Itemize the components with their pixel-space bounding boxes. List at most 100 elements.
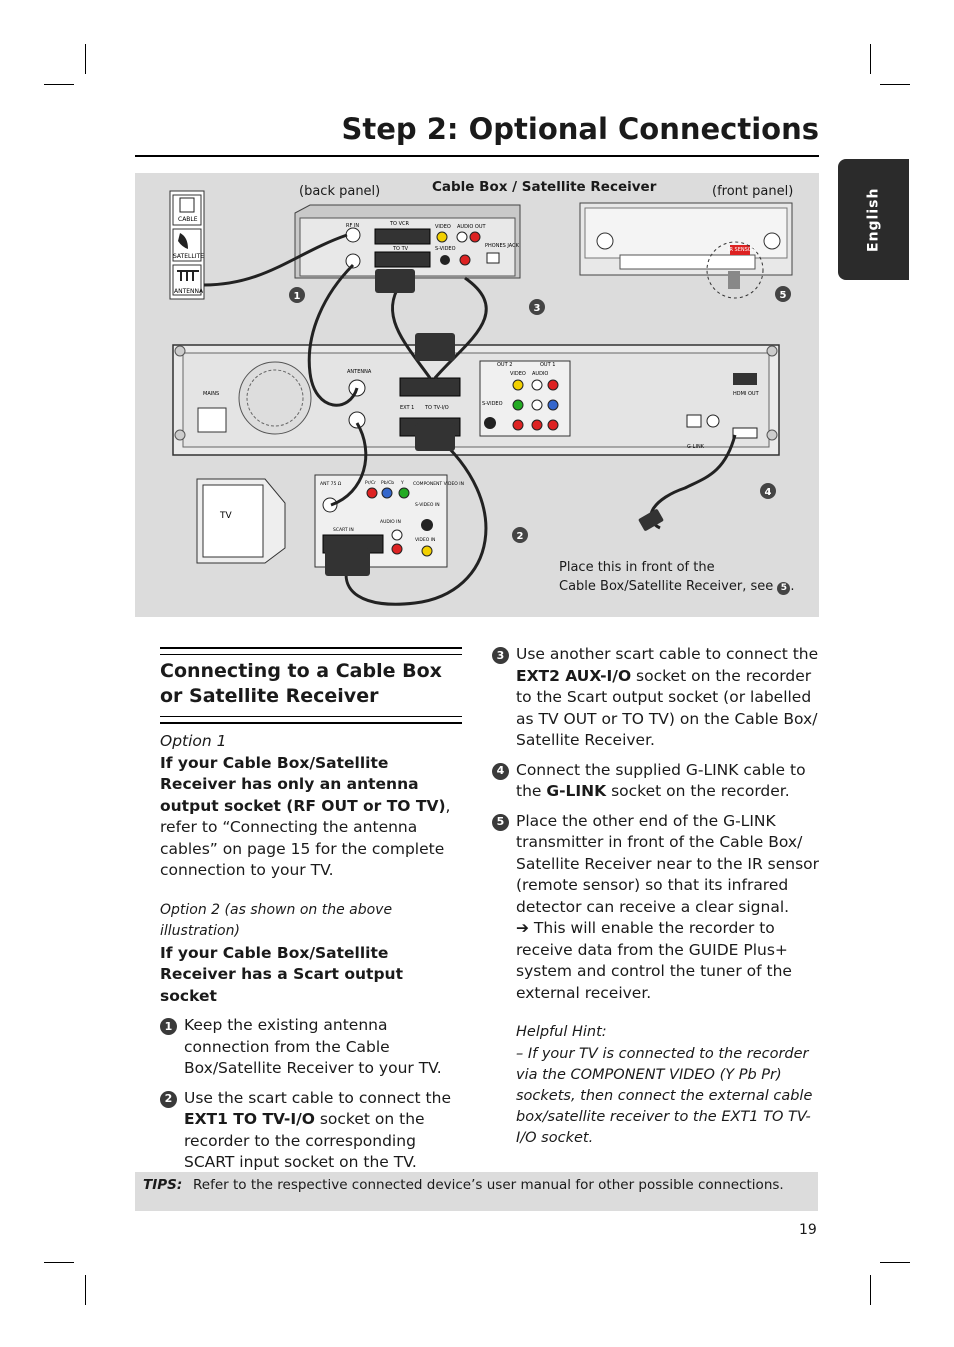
language-tab: English bbox=[838, 159, 909, 280]
tips-text: Refer to the respective connected device… bbox=[193, 1177, 784, 1193]
step-text: Use another scart cable to connect the bbox=[516, 645, 819, 663]
option2-bold: If your Cable Box/Satellite Receiver has… bbox=[160, 943, 403, 1005]
left-column: Option 1 If your Cable Box/Satellite Rec… bbox=[160, 731, 465, 1174]
recorder-label: AUDIO bbox=[532, 371, 548, 377]
socket-label: VIDEO bbox=[435, 224, 451, 230]
tv-socket-label: Pb/Cb bbox=[381, 480, 394, 486]
section-rule-bottom bbox=[160, 716, 462, 724]
tv bbox=[196, 474, 448, 568]
tv-socket-label: Y bbox=[400, 480, 404, 486]
callout-5: 5 bbox=[780, 290, 787, 301]
tv-socket-label: ANT 75 Ω bbox=[320, 481, 342, 487]
step-5-result: ➔ This will enable the recorder to recei… bbox=[492, 918, 822, 1004]
crop-mark bbox=[880, 1262, 910, 1263]
section-rule-top bbox=[160, 647, 462, 655]
right-column: 3 Use another scart cable to connect the… bbox=[492, 644, 822, 1149]
crop-mark bbox=[880, 84, 910, 85]
hint-text-body: – If your TV is connected to the recorde… bbox=[516, 1045, 813, 1146]
crop-mark bbox=[85, 44, 86, 74]
ir-sensor-label: IR SENSOR bbox=[728, 247, 756, 253]
socket-label: RF IN bbox=[346, 223, 359, 229]
step-bold: G-LINK bbox=[546, 782, 607, 800]
placement-note-ref: 5 bbox=[777, 582, 791, 595]
socket-label: TO TV bbox=[392, 246, 409, 252]
callouts bbox=[289, 286, 791, 543]
tv-socket-label: VIDEO IN bbox=[415, 537, 435, 543]
crop-mark bbox=[870, 1275, 871, 1305]
step-number: 4 bbox=[492, 762, 509, 780]
recorder-label: MAINS bbox=[203, 391, 219, 397]
option2-condition: If your Cable Box/Satellite Receiver has… bbox=[160, 943, 465, 1008]
socket-label: PHONES JACK bbox=[485, 243, 520, 249]
step-number: 2 bbox=[160, 1090, 177, 1108]
step-text: Keep the existing antenna connection fro… bbox=[184, 1016, 442, 1077]
tv-socket-label: Pr/Cr bbox=[365, 480, 376, 486]
section-title: Connecting to a Cable Box or Satellite R… bbox=[160, 660, 442, 707]
recorder-label: OUT 1 bbox=[540, 362, 555, 368]
placement-note: Place this in front of the Cable Box/Sat… bbox=[559, 558, 795, 596]
tv-label: TV bbox=[219, 511, 232, 521]
step-number: 3 bbox=[492, 647, 509, 664]
tv-socket-label: SCART IN bbox=[333, 527, 354, 533]
option2-label: Option 2 (as shown on the above illustra… bbox=[160, 900, 465, 943]
step-1: 1 Keep the existing antenna connection f… bbox=[160, 1015, 465, 1080]
antenna-label-antenna: ANTENNA bbox=[174, 288, 204, 295]
cable-box-front-panel bbox=[579, 202, 793, 299]
recorder-label: VIDEO bbox=[510, 371, 526, 377]
antenna-label-satellite: SATELLITE bbox=[173, 253, 204, 260]
step-text: Connect the supplied G-LINK cable to the bbox=[516, 760, 806, 801]
step-text: socket on the recorder to the correspond… bbox=[184, 1110, 425, 1171]
recorder-label: EXT 1 bbox=[400, 405, 414, 411]
step-number: 1 bbox=[160, 1018, 177, 1035]
front-panel-label: (front panel) bbox=[712, 184, 794, 199]
recorder-label: HDMI OUT bbox=[733, 391, 760, 397]
option1-bold: If your Cable Box/Satellite Receiver has… bbox=[160, 753, 446, 815]
hint-title-text: Helpful Hint: bbox=[516, 1024, 607, 1040]
device-label: Cable Box / Satellite Receiver bbox=[432, 179, 657, 195]
callout-3: 3 bbox=[534, 303, 541, 314]
hint-title: Helpful Hint: bbox=[492, 1022, 822, 1044]
step-text: socket on the recorder. bbox=[606, 782, 790, 800]
crop-mark bbox=[44, 84, 74, 85]
recorder-label: S-VIDEO bbox=[482, 401, 503, 407]
tv-socket-label: S-VIDEO IN bbox=[415, 502, 440, 508]
callout-4: 4 bbox=[765, 487, 772, 498]
crop-mark bbox=[44, 1262, 74, 1263]
recorder-label: TO TV-I/O bbox=[424, 405, 449, 411]
page-number: 19 bbox=[799, 1222, 817, 1238]
option1-condition: If your Cable Box/Satellite Receiver has… bbox=[160, 753, 451, 815]
page-title: Step 2: Optional Connections bbox=[341, 112, 819, 146]
step-bold: EXT1 TO TV-I/O bbox=[184, 1110, 315, 1128]
connection-diagram: CABLE SATELLITE ANTENNA RF IN TO VCR VID… bbox=[169, 190, 793, 606]
connection-illustration: CABLE SATELLITE ANTENNA RF IN TO VCR VID… bbox=[135, 173, 819, 617]
crop-mark bbox=[85, 1275, 86, 1305]
language-label: English bbox=[865, 187, 882, 252]
step-bold: EXT2 AUX-I/O bbox=[516, 666, 632, 685]
crop-mark bbox=[870, 44, 871, 74]
recorder-back-panel bbox=[172, 344, 780, 456]
socket-label: S-VIDEO bbox=[435, 246, 456, 252]
antenna-label-cable: CABLE bbox=[178, 216, 198, 223]
title-rule bbox=[135, 155, 819, 157]
cable-box-back-panel bbox=[294, 204, 521, 279]
step-2: 2 Use the scart cable to connect the EXT… bbox=[160, 1088, 465, 1174]
step-text: socket on the recorder to the Scart outp… bbox=[516, 666, 818, 750]
tips-bar: TIPS: Refer to the respective connected … bbox=[135, 1172, 818, 1211]
placement-note-line1: Place this in front of the bbox=[559, 560, 715, 575]
option1-label: Option 1 bbox=[160, 731, 465, 753]
arrow-icon: ➔ bbox=[516, 919, 534, 937]
step-number: 5 bbox=[492, 813, 509, 831]
step-5: 5 Place the other end of the G-LINK tran… bbox=[492, 811, 822, 919]
socket-label: AUDIO OUT bbox=[457, 224, 487, 230]
step-4: 4 Connect the supplied G-LINK cable to t… bbox=[492, 760, 822, 803]
hint-text: – If your TV is connected to the recorde… bbox=[492, 1044, 822, 1149]
tv-socket-label: COMPONENT VIDEO IN bbox=[413, 481, 464, 487]
recorder-label: G-LINK bbox=[687, 444, 705, 450]
socket-label: TO VCR bbox=[389, 221, 409, 227]
placement-note-text: Cable Box/Satellite Receiver, see bbox=[559, 579, 774, 594]
step-text: Use the scart cable to connect the bbox=[184, 1088, 451, 1107]
callout-1: 1 bbox=[294, 291, 301, 302]
antenna-sources bbox=[169, 190, 205, 300]
tips-label: TIPS: bbox=[143, 1177, 183, 1193]
step-5-result-text: This will enable the recorder to receive… bbox=[516, 919, 792, 1002]
